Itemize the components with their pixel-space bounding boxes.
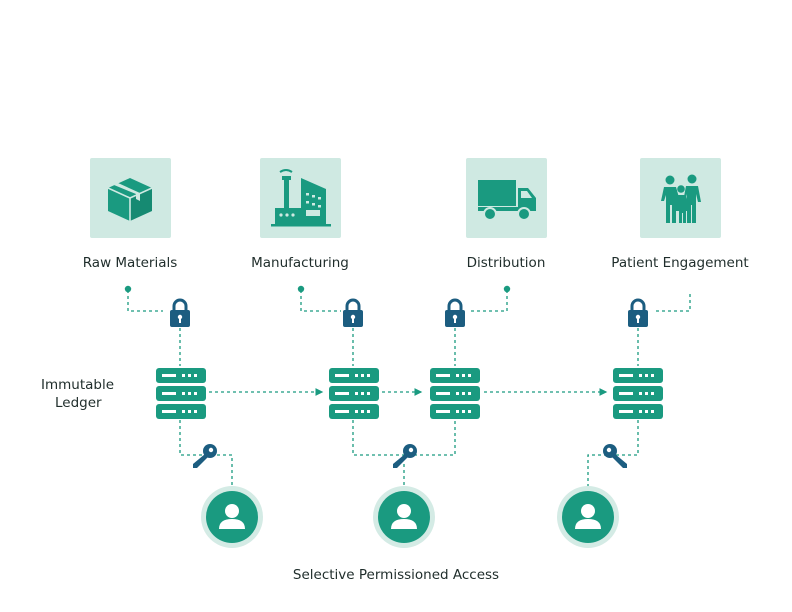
server-icon — [430, 368, 480, 419]
lock-icon — [170, 298, 190, 327]
server-icon — [613, 368, 663, 419]
stage-label-raw-materials: Raw Materials — [82, 255, 178, 271]
server-icon — [156, 368, 206, 419]
user-icon — [557, 486, 619, 548]
ledger-label-line1: Immutable — [41, 377, 115, 393]
truck-icon — [466, 158, 547, 238]
box-icon — [90, 158, 171, 238]
factory-icon — [260, 158, 341, 238]
lock-icon — [445, 298, 465, 327]
user-icon — [373, 486, 435, 548]
ledger-label-line2: Ledger — [55, 395, 102, 411]
lock-icon — [343, 298, 363, 327]
lock-icon — [628, 298, 648, 327]
key-icon — [193, 444, 217, 468]
selective-access-label: Selective Permissioned Access — [292, 567, 500, 583]
key-icon — [603, 444, 627, 468]
server-icon — [329, 368, 379, 419]
key-icon — [393, 444, 417, 468]
stage-label-manufacturing: Manufacturing — [251, 255, 349, 271]
stage-label-patient-engagement: Patient Engagement — [611, 255, 749, 271]
stage-label-distribution: Distribution — [466, 255, 546, 271]
user-icon — [201, 486, 263, 548]
family-icon — [640, 158, 721, 238]
